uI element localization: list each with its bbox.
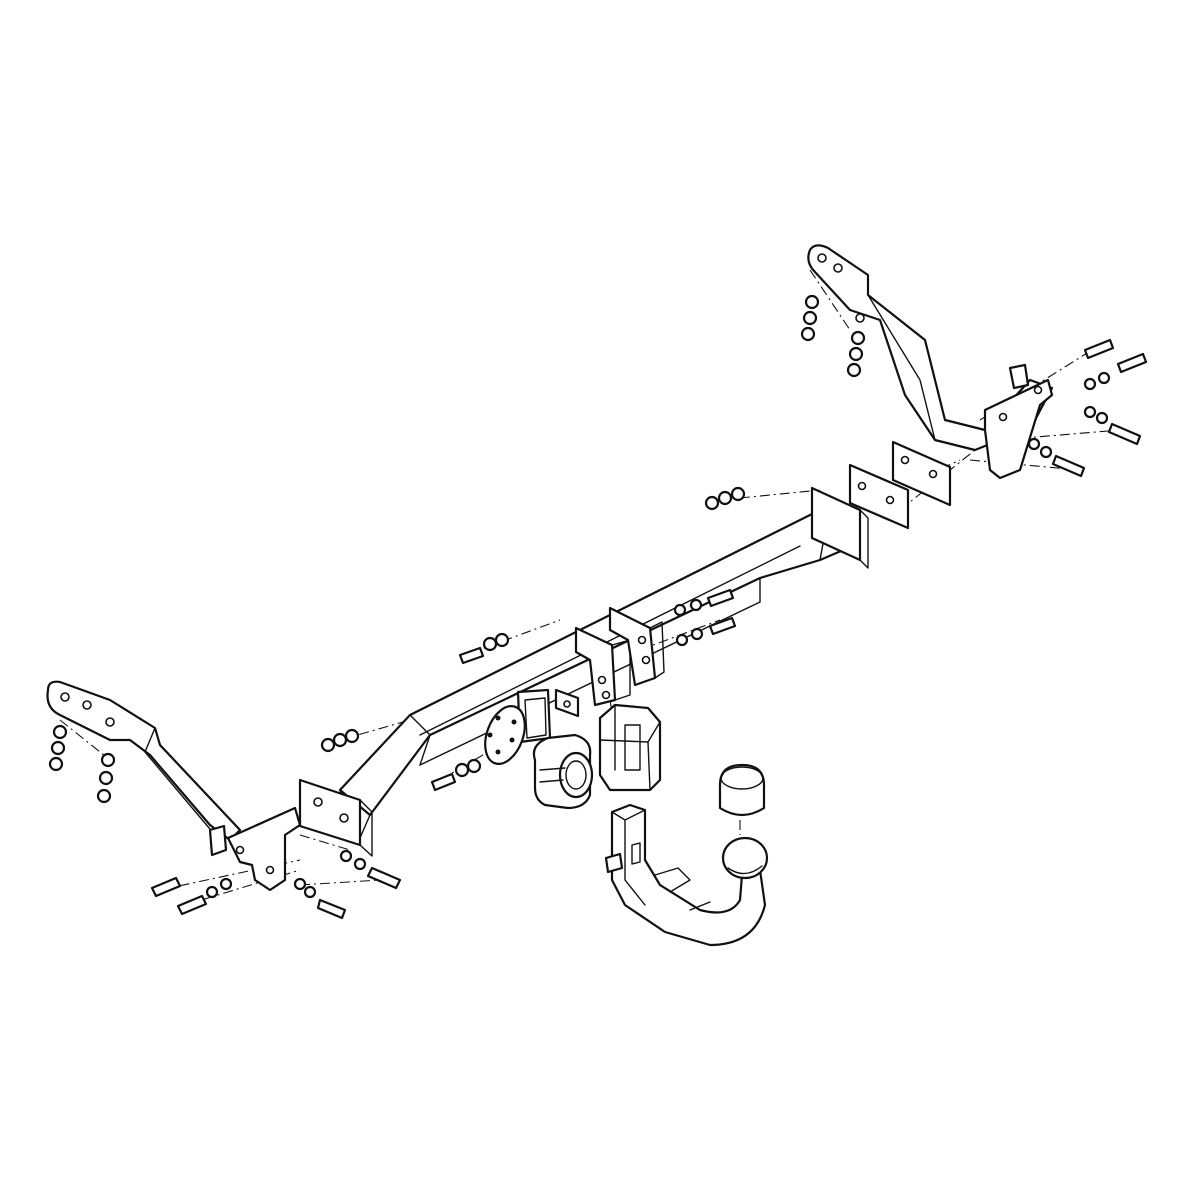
receiver-housing (598, 703, 662, 792)
center-bolts (430, 632, 510, 792)
electrical-socket (532, 733, 594, 810)
left-side-bracket (46, 680, 302, 892)
fastener-sets (48, 294, 1148, 920)
right-spacer-plates (848, 440, 952, 530)
left-endplate-bolts (320, 728, 402, 890)
right-end-mounting-plate (810, 486, 869, 569)
left-lower-bolts (150, 876, 347, 920)
center-mounting-brackets (574, 606, 665, 707)
center-bracket-bolts (673, 588, 737, 647)
right-crossbar-nuts (704, 486, 746, 511)
right-side-bracket (807, 244, 1054, 480)
left-end-mounting-plate (298, 778, 373, 857)
tow-ball-cap (718, 763, 766, 817)
right-side-bolts (1027, 338, 1148, 478)
tow-ball (721, 836, 769, 880)
left-bracket-nuts (48, 724, 116, 804)
right-bracket-nuts (800, 294, 866, 378)
